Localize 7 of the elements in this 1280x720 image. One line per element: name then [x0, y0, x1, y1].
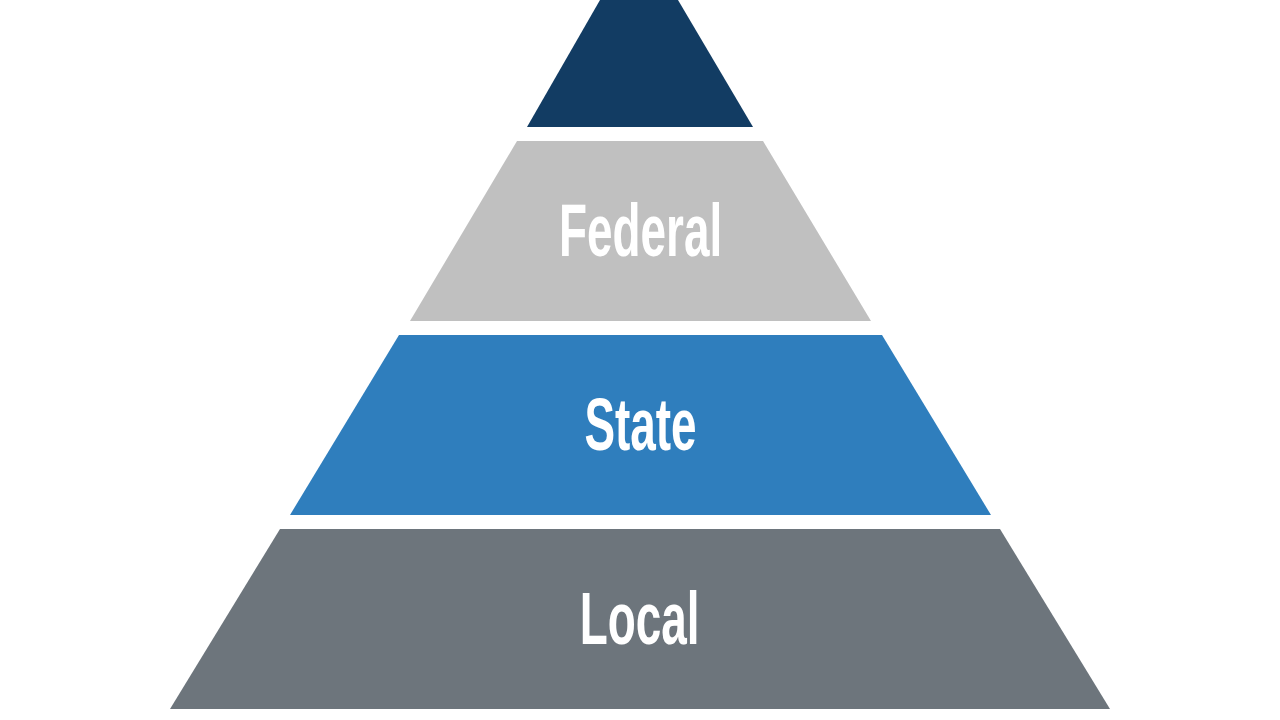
pyramid-tier [290, 335, 991, 515]
tier-label: State [584, 388, 697, 462]
tier-label: Local [580, 582, 700, 656]
pyramid-tier [527, 0, 753, 127]
pyramid-tier [410, 141, 871, 321]
pyramid-tier [170, 529, 1110, 709]
tier-label: Federal [558, 194, 723, 268]
